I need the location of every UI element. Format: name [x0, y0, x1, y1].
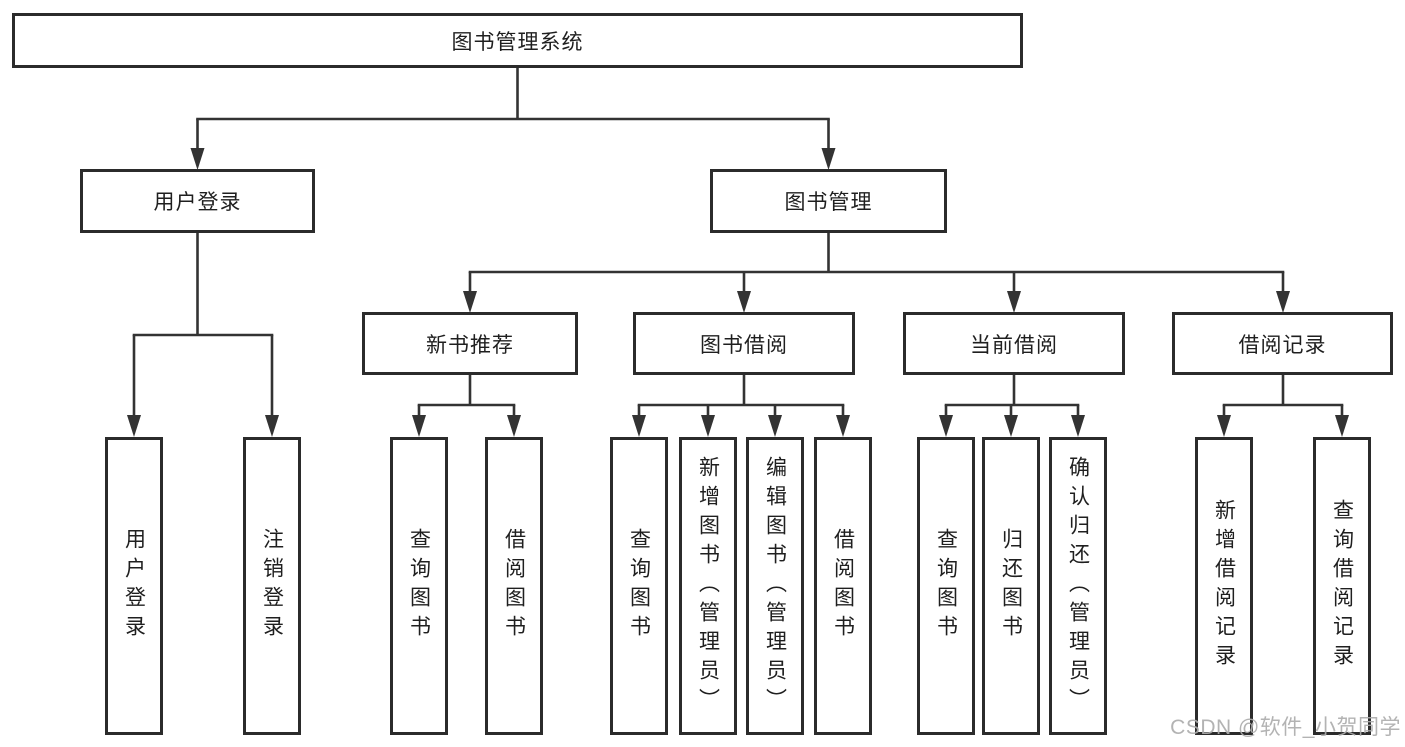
- node-label: 用户登录: [122, 528, 146, 644]
- leaf-logout: 注销登录: [243, 437, 301, 735]
- branch-root: [190, 68, 836, 170]
- node-label: 查询图书: [407, 528, 431, 644]
- node-label: 编辑图书（管理员）: [763, 455, 787, 717]
- branch-current-borrow: [939, 375, 1085, 437]
- node-root-system: 图书管理系统: [12, 13, 1023, 68]
- node-current-borrowing: 当前借阅: [903, 312, 1125, 375]
- node-label: 借阅图书: [831, 528, 855, 644]
- node-label: 用户登录: [153, 191, 242, 214]
- leaf-user-login: 用户登录: [105, 437, 163, 735]
- leaf-borrow-books-recommendation: 借阅图书: [485, 437, 543, 735]
- node-label: 新书推荐: [426, 333, 514, 357]
- leaf-edit-books-admin: 编辑图书（管理员）: [746, 437, 804, 735]
- node-label: 查询图书: [934, 528, 958, 644]
- leaf-query-books-current: 查询图书: [917, 437, 975, 735]
- node-borrowing-records: 借阅记录: [1172, 312, 1393, 375]
- leaf-confirm-return-admin: 确认归还（管理员）: [1049, 437, 1107, 735]
- node-book-borrowing: 图书借阅: [633, 312, 855, 375]
- leaf-query-borrow-record: 查询借阅记录: [1313, 437, 1371, 735]
- node-book-management: 图书管理: [710, 169, 947, 233]
- node-label: 借阅记录: [1238, 333, 1327, 357]
- leaf-add-books-admin: 新增图书（管理员）: [679, 437, 737, 735]
- node-label: 注销登录: [260, 528, 284, 644]
- branch-new-book-rec: [412, 375, 521, 437]
- leaf-add-borrow-record: 新增借阅记录: [1195, 437, 1253, 735]
- node-label: 查询借阅记录: [1330, 499, 1354, 673]
- node-user-login: 用户登录: [80, 169, 315, 233]
- node-label: 新增借阅记录: [1212, 499, 1236, 673]
- leaf-borrow-books-borrowing: 借阅图书: [814, 437, 872, 735]
- node-label: 借阅图书: [502, 528, 526, 644]
- branch-borrow-records: [1217, 375, 1349, 437]
- leaf-query-books-recommendation: 查询图书: [390, 437, 448, 735]
- node-label: 图书借阅: [700, 333, 788, 357]
- node-label: 新增图书（管理员）: [696, 455, 720, 717]
- branch-book-mgmt: [463, 232, 1290, 313]
- branch-user-login: [127, 232, 279, 437]
- watermark: CSDN @软件_小贺同学: [1170, 716, 1401, 739]
- node-label: 归还图书: [999, 528, 1023, 644]
- leaf-query-books-borrowing: 查询图书: [610, 437, 668, 735]
- node-new-book-recommendation: 新书推荐: [362, 312, 578, 375]
- node-label: 当前借阅: [970, 333, 1058, 357]
- node-label: 图书管理系统: [451, 30, 584, 54]
- node-label: 图书管理: [784, 191, 873, 214]
- node-label: 查询图书: [627, 528, 651, 644]
- branch-book-borrow: [632, 375, 850, 437]
- leaf-return-books: 归还图书: [982, 437, 1040, 735]
- node-label: 确认归还（管理员）: [1066, 455, 1090, 717]
